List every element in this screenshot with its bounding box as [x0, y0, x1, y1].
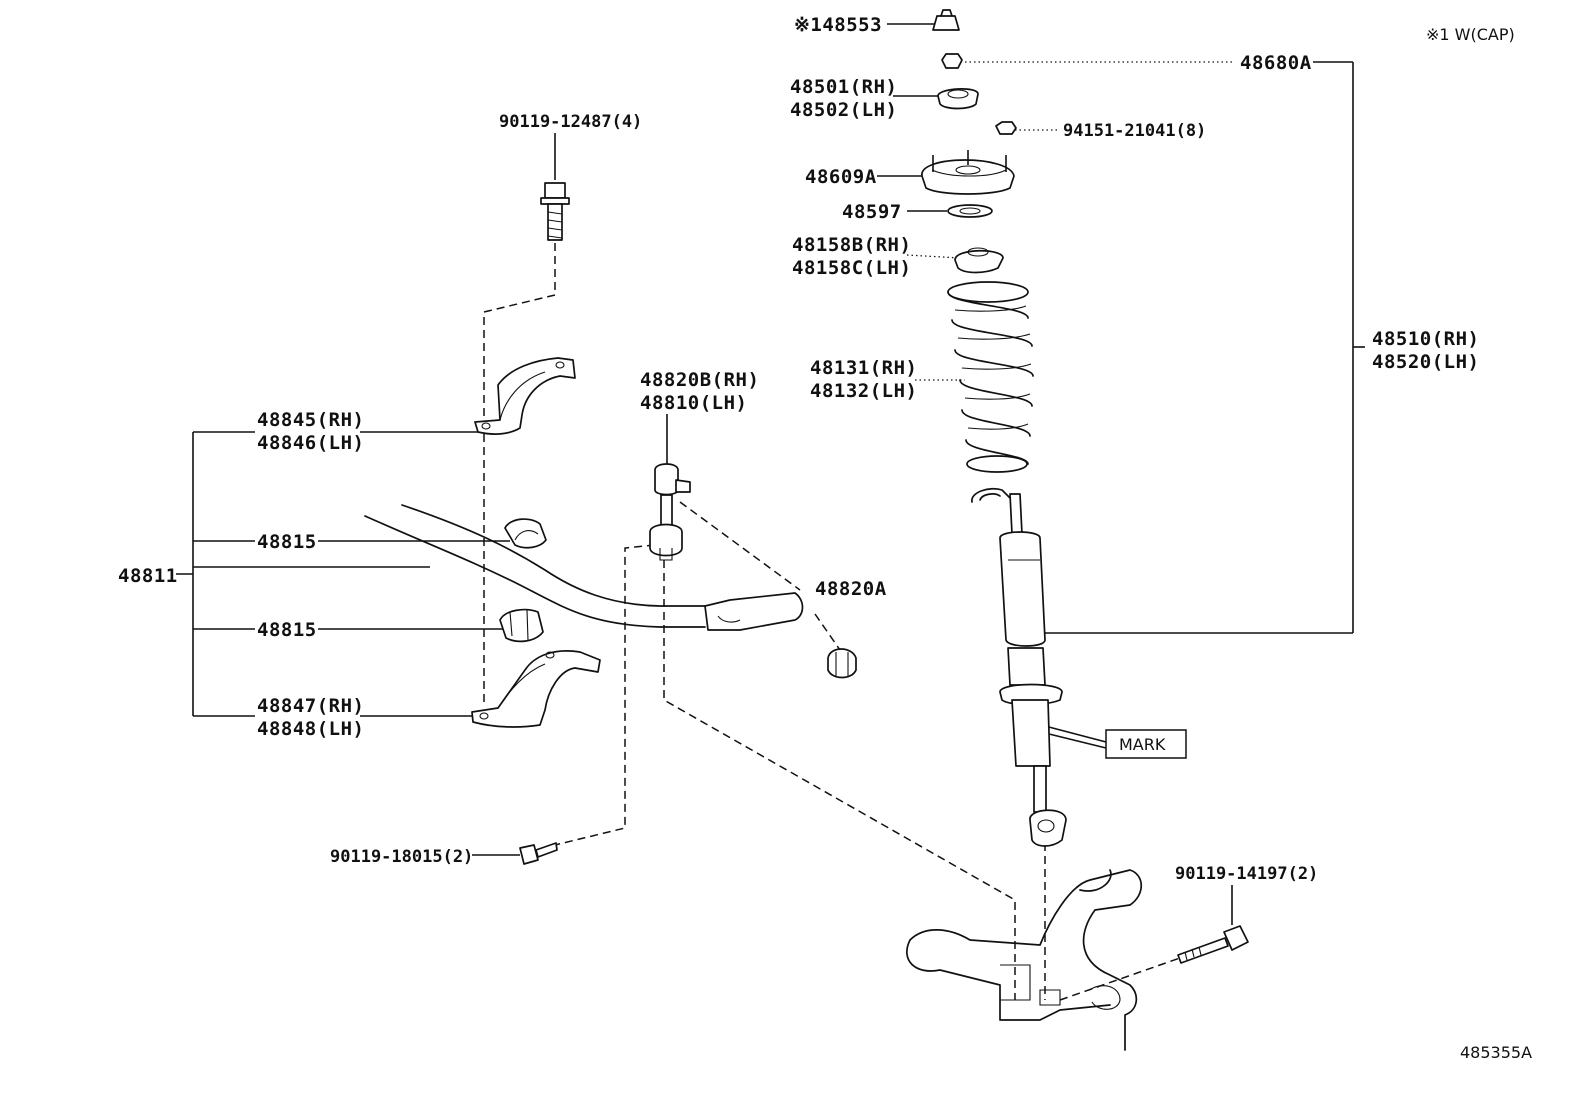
assembly-lines	[483, 243, 1181, 1001]
leader-lines	[176, 23, 1365, 925]
label-mark: MARK	[1119, 735, 1166, 754]
bolt-90119-18015	[519, 842, 558, 865]
label-48847: 48847(RH)	[257, 695, 364, 717]
bearing-48501	[937, 88, 979, 110]
label-48810: 48810(LH)	[640, 392, 747, 414]
stabilizer-bar	[364, 504, 804, 631]
stabilizer-bushing-upper	[504, 518, 547, 549]
label-48815-upper: 48815	[257, 531, 317, 553]
label-48845: 48845(RH)	[257, 409, 364, 431]
label-48820A: 48820A	[815, 578, 887, 600]
mark-box	[1105, 729, 1187, 759]
label-48131: 48131(RH)	[810, 357, 917, 379]
label-48132: 48132(LH)	[810, 380, 917, 402]
label-48846: 48846(LH)	[257, 432, 364, 454]
support-48609A	[921, 150, 1015, 195]
insulator-48158	[954, 247, 1004, 274]
label-90119-18015: 90119-18015(2)	[330, 847, 473, 867]
label-48553: ※148553	[794, 14, 882, 36]
label-94151: 94151-21041(8)	[1063, 121, 1206, 141]
bolt-90119-14197	[1177, 925, 1249, 964]
label-48158C: 48158C(LH)	[792, 257, 911, 279]
stabilizer-bushing-lower	[499, 608, 544, 643]
part-labels: ※148553 ※1 W(CAP) 48680A 48501(RH) 48502…	[118, 14, 1532, 1062]
label-90119-14197: 90119-14197(2)	[1175, 864, 1318, 884]
label-48815-lower: 48815	[257, 619, 317, 641]
stabilizer-bracket-lower	[471, 650, 601, 728]
label-48158B: 48158B(RH)	[792, 234, 911, 256]
nut-48820A	[827, 648, 857, 679]
label-48502: 48502(LH)	[790, 99, 897, 121]
label-48680A: 48680A	[1240, 52, 1312, 74]
label-48609A: 48609A	[805, 166, 877, 188]
nut-94151	[995, 121, 1017, 135]
lower-control-arm	[906, 869, 1143, 1051]
coil-spring-48131	[947, 281, 1034, 473]
label-48510: 48510(RH)	[1372, 328, 1479, 350]
label-48520: 48520(LH)	[1372, 351, 1479, 373]
shock-absorber-48510	[971, 487, 1067, 847]
stabilizer-link	[649, 463, 691, 561]
label-48848: 48848(LH)	[257, 718, 364, 740]
label-48501: 48501(RH)	[790, 76, 897, 98]
note-cap: ※1 W(CAP)	[1426, 25, 1515, 44]
stabilizer-bracket-upper	[474, 357, 576, 435]
label-48820B: 48820B(RH)	[640, 369, 759, 391]
bolt-90119-12487	[540, 182, 570, 241]
label-48597: 48597	[842, 201, 902, 223]
label-48811: 48811	[118, 565, 178, 587]
cap-48553	[932, 9, 960, 31]
illustration-number: 485355A	[1460, 1043, 1532, 1062]
label-90119-12487: 90119-12487(4)	[499, 112, 642, 132]
nut-48680A	[941, 53, 963, 69]
gasket-48597	[947, 204, 993, 218]
